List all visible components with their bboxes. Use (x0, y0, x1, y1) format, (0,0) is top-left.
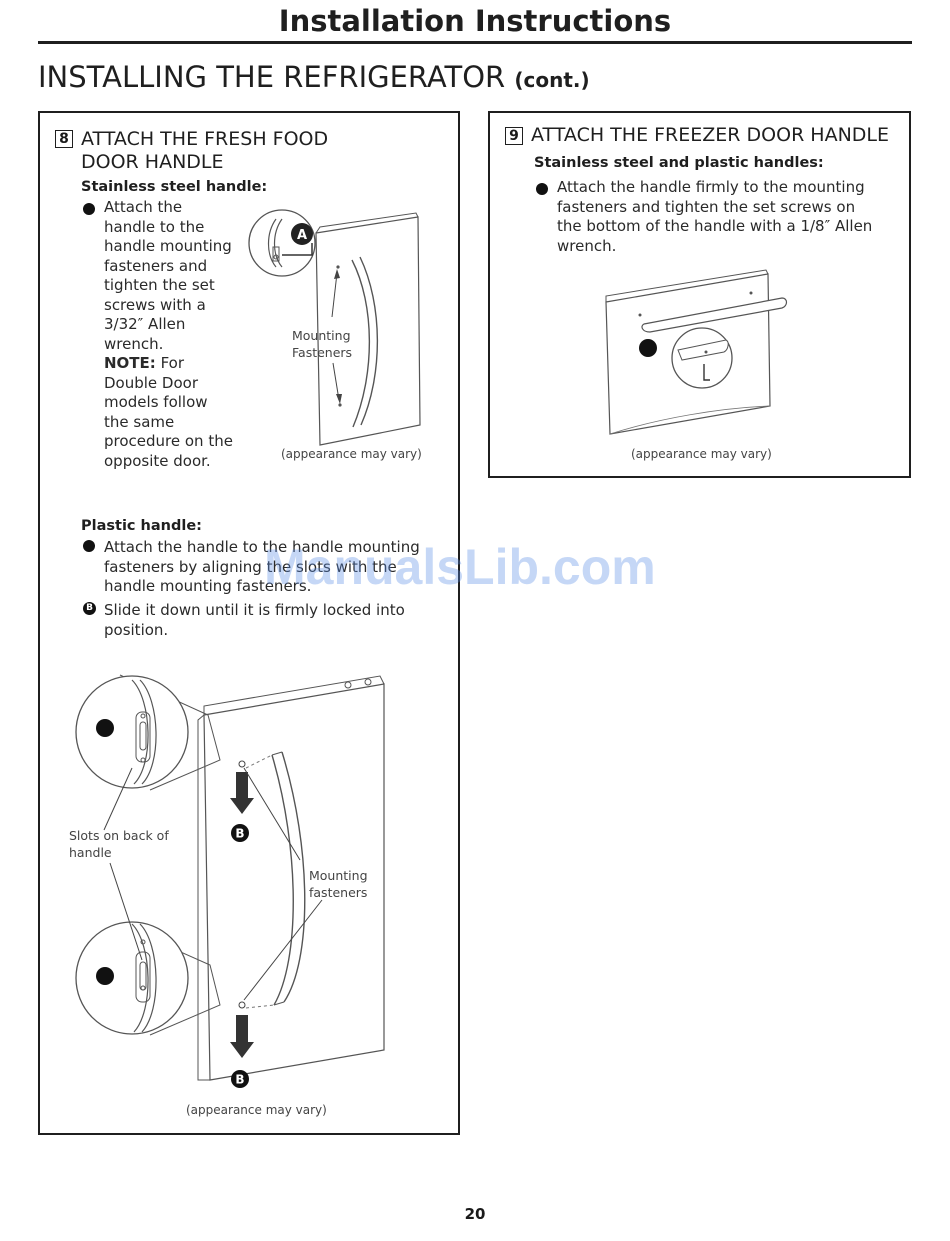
label-line: Mounting (292, 328, 351, 343)
stainless-instructions: Attach the handle to the handle mounting… (104, 198, 233, 471)
label-line: Fasteners (292, 345, 353, 360)
bullet-a-icon (536, 183, 548, 195)
text-line: handle to the (104, 217, 205, 236)
freezer-handle-figure (605, 269, 788, 435)
mounting-fasteners-label: Mounting Fasteners (292, 327, 352, 361)
step-9-heading: Stainless steel and plastic handles: (534, 155, 824, 171)
label-line: Slots on back of (69, 828, 169, 843)
page-number: 20 (464, 1205, 486, 1223)
text-line: handle mounting fasteners. (104, 577, 312, 595)
step-9-panel (488, 111, 911, 478)
plastic-handle-figure: B B (75, 674, 385, 1088)
figure-2-caption: (appearance may vary) (186, 1103, 327, 1117)
text-line: screws with a (104, 295, 206, 314)
section-title-text: INSTALLING THE REFRIGERATOR (38, 60, 506, 94)
step-8-title: ATTACH THE FRESH FOOD DOOR HANDLE (81, 128, 328, 174)
page-header-title: Installation Instructions (278, 4, 672, 38)
step-9-number: 9 (505, 127, 523, 145)
figure-3-caption: (appearance may vary) (631, 447, 772, 461)
text-line: Slide it down until it is firmly locked … (104, 601, 405, 619)
text-line: the same (104, 412, 175, 431)
step-8-title-line1: ATTACH THE FRESH FOOD (81, 128, 329, 150)
text-line: Attach the handle to the handle mounting (104, 538, 420, 556)
text-line: Attach the handle firmly to the mounting (557, 178, 865, 196)
text-line: 3/32″ Allen (104, 315, 186, 333)
text-line: procedure on the (104, 432, 233, 450)
step-8-title-line2: DOOR HANDLE (81, 151, 224, 173)
callout-a-icon (291, 223, 313, 245)
stainless-handle-figure: A (248, 209, 421, 446)
text-line: tighten the set (104, 276, 215, 294)
bullet-a-icon (83, 540, 95, 552)
note-line: NOTE: For (104, 354, 233, 374)
note-label: NOTE: (104, 354, 156, 372)
text-line: wrench. (104, 334, 164, 353)
stainless-heading: Stainless steel handle: (81, 179, 268, 195)
callout-a-label: A (297, 228, 307, 243)
text-line: Double Door (104, 373, 198, 392)
text-line: For (160, 354, 185, 372)
bullet-b-icon: B (83, 602, 96, 615)
text-line: fasteners and (104, 256, 208, 275)
section-title-cont: (cont.) (514, 68, 590, 92)
step-9-title: ATTACH THE FREEZER DOOR HANDLE (531, 124, 890, 146)
label-line: handle (69, 845, 112, 860)
slots-label: Slots on back of handle (69, 827, 169, 861)
step-8-number: 8 (55, 130, 73, 148)
text-line: the bottom of the handle with a 1/8″ All… (557, 217, 873, 235)
text-line: models follow (104, 393, 208, 411)
section-title: INSTALLING THE REFRIGERATOR (cont.) (38, 60, 590, 94)
callout-b-label: B (235, 827, 244, 841)
text-line: opposite door. (104, 451, 211, 470)
callout-b-label: B (235, 1073, 244, 1087)
header-rule (38, 41, 912, 44)
plastic-heading: Plastic handle: (81, 518, 202, 534)
label-line: fasteners (309, 885, 368, 900)
watermark: ManualsLib.com (264, 539, 656, 595)
text-line: handle mounting (104, 237, 232, 255)
text-line: fasteners and tighten the set screws on (557, 197, 856, 216)
text-line: position. (104, 620, 169, 639)
text-line: wrench. (557, 236, 617, 255)
bullet-a-icon (83, 203, 95, 215)
plastic-instructions-b: Slide it down until it is firmly locked … (104, 601, 405, 640)
mounting-fasteners-label: Mounting fasteners (309, 867, 368, 901)
text-line: fasteners by aligning the slots with the (104, 557, 397, 576)
step-9-instructions: Attach the handle firmly to the mounting… (557, 178, 872, 256)
label-line: Mounting (309, 868, 368, 883)
step-8-panel (38, 111, 460, 1135)
plastic-instructions-a: Attach the handle to the handle mounting… (104, 538, 420, 597)
figure-1-caption: (appearance may vary) (281, 447, 422, 461)
text-line: Attach the (104, 198, 183, 216)
